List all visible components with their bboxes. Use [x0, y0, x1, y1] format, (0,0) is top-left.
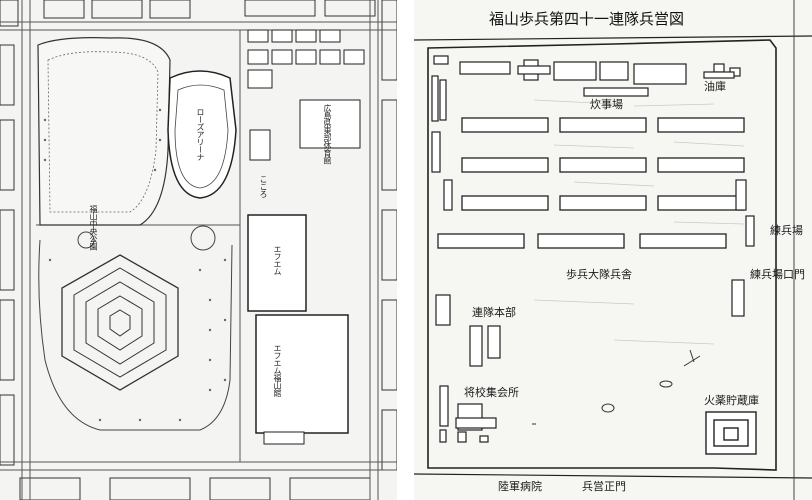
barrack — [657, 157, 745, 173]
museum-building — [255, 314, 349, 434]
city-block — [0, 119, 15, 191]
city-block — [289, 477, 371, 500]
barrack — [657, 195, 745, 211]
city-block — [244, 0, 316, 17]
hexagon-garden — [61, 254, 179, 391]
label-drill-ground: 練兵場 — [770, 224, 803, 237]
historic-map-drawing — [414, 0, 812, 500]
label-officers-club: 将校集会所 — [464, 386, 519, 399]
modern-park-map: ローズアリーナ 広島県東部体育館 こころ エフエム エフエム福山館 福山中央公園 — [0, 0, 397, 500]
city-block — [0, 394, 15, 466]
label-arena: ローズアリーナ — [196, 108, 205, 161]
hall-building — [247, 214, 307, 312]
barrack — [559, 157, 647, 173]
compound-wall — [427, 39, 777, 471]
label-hq: 連隊本部 — [472, 306, 516, 319]
city-block — [109, 477, 191, 500]
city-block — [381, 409, 397, 471]
powder-magazine — [705, 411, 757, 455]
label-kitchen: 炊事場 — [590, 98, 623, 111]
modern-map-drawing — [0, 0, 397, 500]
city-block — [19, 477, 81, 500]
park-lawn-north — [37, 37, 171, 226]
label-powder-magazine: 火薬貯蔵庫 — [704, 394, 759, 407]
barrack — [639, 233, 727, 249]
barrack — [437, 233, 525, 249]
city-block — [0, 209, 15, 291]
barrack — [559, 195, 647, 211]
barrack — [537, 233, 625, 249]
map-title: 福山歩兵第四十一連隊兵営図 — [489, 10, 685, 28]
barrack — [461, 195, 549, 211]
label-drill-gate: 練兵場口門 — [750, 268, 805, 281]
city-block — [209, 477, 271, 500]
arena-building — [167, 70, 237, 199]
label-hospital: 陸軍病院 — [498, 480, 542, 493]
city-block — [381, 99, 397, 191]
label-small-building: こころ — [259, 175, 268, 198]
city-block — [0, 44, 15, 106]
barrack — [461, 157, 549, 173]
label-park: 福山中央公園 — [89, 205, 98, 250]
label-museum: エフエム福山館 — [273, 344, 282, 397]
city-block — [43, 0, 85, 19]
city-block — [381, 299, 397, 391]
label-oil-store: 油庫 — [704, 80, 726, 93]
city-block — [149, 0, 191, 19]
barrack — [657, 117, 745, 133]
city-block — [0, 299, 15, 381]
label-barracks: 歩兵大隊兵舎 — [566, 268, 632, 281]
historic-barracks-map: 福山歩兵第四十一連隊兵営図 油庫 炊事場 歩兵大隊兵舎 練兵場 練兵場口門 連隊… — [414, 0, 812, 500]
panel-divider — [397, 0, 414, 500]
gymnasium-building — [299, 99, 361, 149]
city-block — [91, 0, 143, 19]
barrack — [559, 117, 647, 133]
city-block — [324, 0, 376, 17]
city-block — [381, 209, 397, 281]
label-hall: エフエム — [273, 245, 282, 275]
city-block — [0, 0, 19, 27]
label-main-gate: 兵営正門 — [582, 480, 626, 493]
label-gymnasium: 広島県東部体育館 — [323, 104, 332, 164]
city-block — [381, 0, 397, 81]
barrack — [461, 117, 549, 133]
